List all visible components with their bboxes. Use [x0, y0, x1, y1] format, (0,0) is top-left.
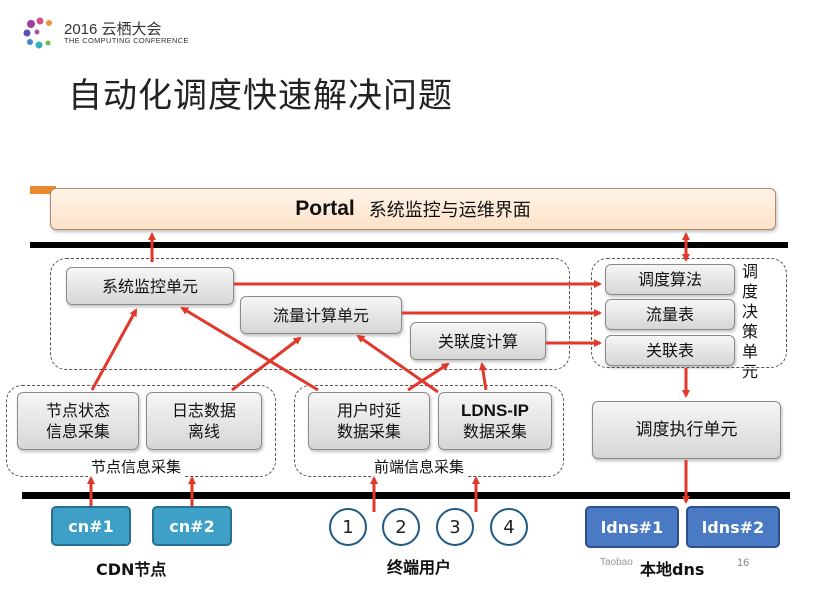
- conference-logo-icon: [23, 17, 52, 49]
- log-offline-collector: 日志数据 离线: [146, 392, 262, 450]
- user-1: 1: [329, 508, 367, 546]
- node-status-collector: 节点状态 信息采集: [17, 392, 139, 450]
- sched-algo-table: 调度算法: [605, 264, 735, 295]
- accent-bar: [30, 186, 56, 194]
- footer-watermark: Taobao: [600, 557, 633, 568]
- ldns-ip-collector: LDNS-IP 数据采集: [438, 392, 552, 450]
- user-2: 2: [382, 508, 420, 546]
- page-title: 自动化调度快速解决问题: [68, 76, 453, 116]
- logo-subtitle: THE COMPUTING CONFERENCE: [64, 36, 189, 45]
- traffic-table: 流量表: [605, 299, 735, 330]
- traffic-calc-unit: 流量计算单元: [240, 296, 402, 334]
- cdn-node-2: cn#2: [152, 506, 232, 546]
- top-divider: [30, 242, 788, 248]
- node-collect-label: 节点信息采集: [88, 456, 185, 477]
- relevance-calc-unit: 关联度计算: [410, 322, 546, 360]
- frontend-collect-label: 前端信息采集: [371, 456, 468, 477]
- user-4: 4: [490, 508, 528, 546]
- user-delay-collector: 用户时延 数据采集: [308, 392, 430, 450]
- cdn-label: CDN节点: [96, 560, 167, 579]
- users-label: 终端用户: [387, 558, 452, 577]
- cdn-node-1: cn#1: [51, 506, 131, 546]
- portal-name: Portal: [295, 197, 355, 220]
- bottom-divider: [22, 492, 790, 499]
- portal-box: Portal 系统监控与运维界面: [50, 188, 776, 230]
- ldns-2: ldns#2: [686, 506, 780, 548]
- logo-year: 2016 云栖大会: [64, 21, 162, 38]
- sched-exec-unit: 调度执行单元: [592, 401, 781, 459]
- page-number: 16: [737, 557, 750, 569]
- decision-unit-label: 调度决策单元: [742, 262, 759, 381]
- user-3: 3: [436, 508, 474, 546]
- ldns-ip-sub: 数据采集: [462, 422, 527, 441]
- relevance-table: 关联表: [605, 335, 735, 366]
- local-dns-label: 本地dns: [640, 560, 705, 579]
- monitor-unit: 系统监控单元: [66, 267, 234, 305]
- portal-desc: 系统监控与运维界面: [368, 200, 531, 221]
- ldns-ip-title: LDNS-IP: [461, 401, 529, 420]
- ldns-1: ldns#1: [585, 506, 679, 548]
